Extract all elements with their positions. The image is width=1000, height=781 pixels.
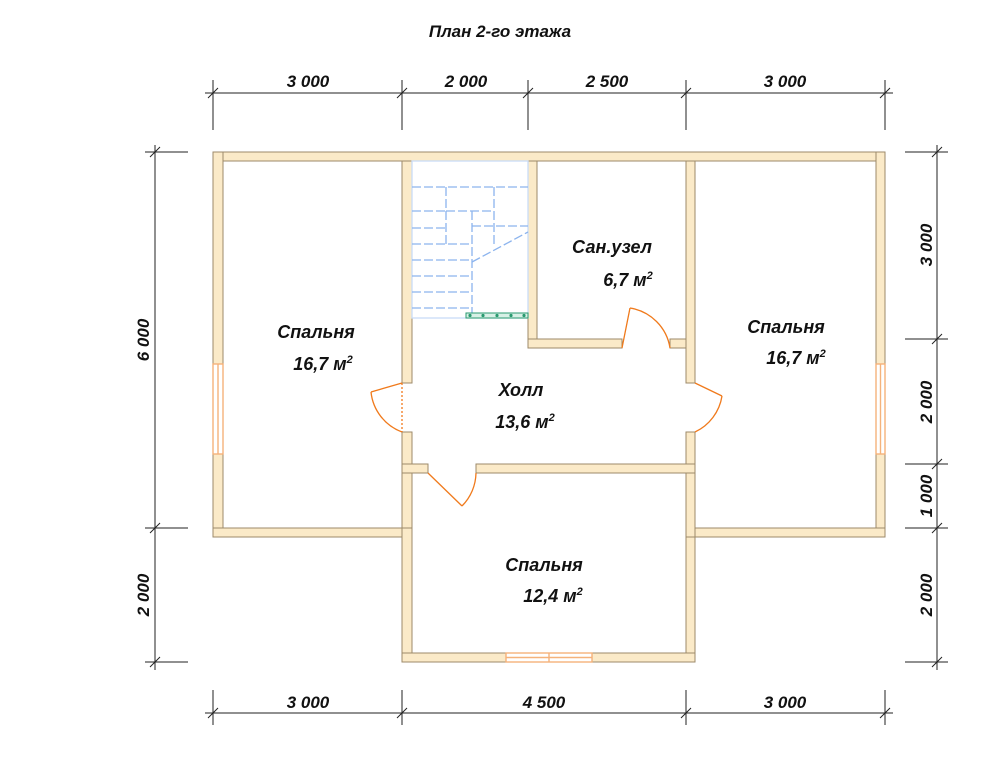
stair-railing xyxy=(465,312,529,319)
window-bottom xyxy=(505,652,593,663)
dim-top-4: 3 000 xyxy=(764,72,807,91)
window-right xyxy=(875,363,886,455)
room-area: 12,4 м2 xyxy=(523,586,582,606)
dim-left-2: 2 000 xyxy=(134,573,153,617)
room-bathroom: Сан.узел 6,7 м2 xyxy=(572,237,653,290)
dim-top-3: 2 500 xyxy=(585,72,629,91)
dimension-lines xyxy=(145,80,948,725)
wall-bottom-right xyxy=(685,527,886,538)
door-bathroom xyxy=(621,307,671,349)
door-bedroom-left xyxy=(370,382,403,433)
wall-hall-bottom-left xyxy=(401,463,429,474)
room-bedroom-left: Спальня 16,7 м2 xyxy=(277,322,355,374)
dim-right-1: 3 000 xyxy=(917,223,936,266)
wall-annex-right xyxy=(685,527,696,663)
doors xyxy=(370,307,723,507)
window-left xyxy=(212,363,224,455)
room-name: Спальня xyxy=(505,555,583,575)
room-name: Холл xyxy=(498,380,544,400)
dim-bottom-2: 4 500 xyxy=(522,693,566,712)
wall-bath-left xyxy=(527,160,538,349)
staircase xyxy=(411,160,529,319)
room-name: Сан.узел xyxy=(572,237,652,257)
wall-right xyxy=(875,151,886,538)
dim-right-3: 1 000 xyxy=(917,474,936,517)
room-area: 13,6 м2 xyxy=(495,412,554,432)
room-name: Спальня xyxy=(277,322,355,342)
dim-left-1: 6 000 xyxy=(134,318,153,361)
room-area: 16,7 м2 xyxy=(766,348,825,368)
dim-bottom-3: 3 000 xyxy=(764,693,807,712)
dim-top-2: 2 000 xyxy=(444,72,488,91)
wall-interior-right-upper xyxy=(685,160,696,384)
wall-interior-right-lower xyxy=(685,431,696,538)
door-bedroom-bottom xyxy=(427,472,477,507)
dim-top-1: 3 000 xyxy=(287,72,330,91)
wall-bath-bottom xyxy=(527,338,623,349)
room-hall: Холл 13,6 м2 xyxy=(495,380,554,432)
wall-interior-left-lower xyxy=(401,431,413,529)
wall-interior-left-upper xyxy=(401,160,413,384)
dim-right-2: 2 000 xyxy=(917,380,936,424)
room-bedroom-bottom: Спальня 12,4 м2 xyxy=(505,555,583,606)
wall-annex-left xyxy=(401,527,413,663)
room-area: 16,7 м2 xyxy=(293,354,352,374)
dim-bottom-1: 3 000 xyxy=(287,693,330,712)
wall-hall-bottom-right xyxy=(475,463,696,474)
wall-bottom-left xyxy=(212,527,413,538)
room-area: 6,7 м2 xyxy=(603,270,652,290)
plan-title: План 2-го этажа xyxy=(429,22,571,41)
room-bedroom-right: Спальня 16,7 м2 xyxy=(747,317,826,368)
door-bedroom-right xyxy=(694,382,723,433)
wall-top xyxy=(212,151,886,162)
room-name: Спальня xyxy=(747,317,825,337)
dim-right-4: 2 000 xyxy=(917,573,936,617)
windows xyxy=(212,363,886,663)
wall-left xyxy=(212,151,224,538)
